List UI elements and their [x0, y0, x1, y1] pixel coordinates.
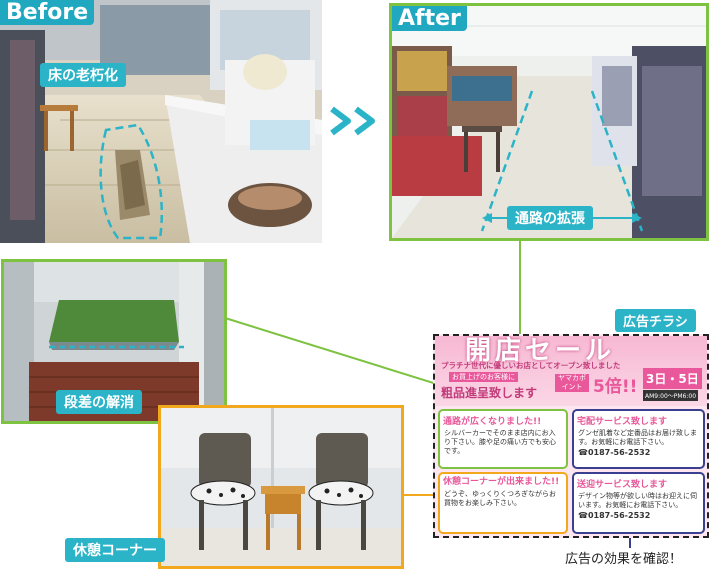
rest-photo-illustration [161, 408, 401, 566]
flyer-box-delivery-body: グンゼ肌着など定番品はお届け致します。お気軽にお電話下さい。 [578, 429, 697, 446]
before-title: Before [0, 0, 95, 25]
flyer-header-big: 開店セール [465, 336, 616, 366]
before-photo-illustration [0, 0, 322, 243]
after-photo: After 通路の拡張 [389, 3, 709, 241]
after-photo-illustration [392, 6, 706, 238]
flyer-point-label: ヤマカポイント [555, 374, 589, 392]
flyer-header: 開店セール プラチナ世代に優しいお店としてオープン致しました お買上げのお客様に… [435, 336, 707, 406]
step-note: 段差の解消 [56, 390, 142, 414]
arrow-icon [328, 105, 382, 137]
flyer-header-sub: プラチナ世代に優しいお店としてオープン致しました [441, 361, 621, 370]
flyer-caption: 広告の効果を確認！ [565, 552, 683, 567]
step-photo: 段差の解消 [1, 259, 227, 424]
flyer-header-small2: 粗品進呈致します [441, 386, 538, 400]
after-note: 通路の拡張 [507, 206, 593, 230]
before-photo: Before 床の老朽化 [0, 0, 322, 243]
flyer-dates: 3日・5日 [643, 368, 702, 389]
flyer-header-small: お買上げのお客様に [449, 372, 518, 382]
after-title: After [392, 6, 467, 31]
flyer-box-delivery-title: 宅配サービス致します [577, 417, 668, 427]
flyer-point-value: 5倍!! [593, 377, 638, 397]
before-note: 床の老朽化 [40, 63, 126, 87]
flyer-box-pickup: 送迎サービス致します デザイン物等が欲しい時はお迎えに伺います。お気軽にお電話下… [572, 472, 705, 534]
rest-note: 休憩コーナー [65, 538, 165, 562]
flyer: 開店セール プラチナ世代に優しいお店としてオープン致しました お買上げのお客様に… [433, 334, 709, 538]
flyer-box-rest-title: 休憩コーナーが出来ました!! [443, 477, 560, 487]
flyer-box-delivery-phone: ☎0187-56-2532 [578, 448, 651, 457]
flyer-box-rest: 休憩コーナーが出来ました!! どうぞ、ゆっくりくつろぎながらお買物をお楽しみ下さ… [438, 472, 568, 534]
rest-photo [158, 405, 404, 569]
flyer-box-aisle: 通路が広くなりました!! シルバーカーでそのまま店内にお入り下さい。膝や足の痛い… [438, 409, 568, 469]
flyer-box-delivery: 宅配サービス致します グンゼ肌着など定番品はお届け致します。お気軽にお電話下さい… [572, 409, 705, 469]
flyer-box-pickup-title: 送迎サービス致します [577, 480, 668, 490]
flyer-box-rest-body: どうぞ、ゆっくりくつろぎながらお買物をお楽しみ下さい。 [444, 490, 556, 507]
flyer-box-aisle-title: 通路が広くなりました!! [443, 417, 542, 427]
flyer-box-aisle-body: シルバーカーでそのまま店内にお入り下さい。膝や足の痛い方でも安心です。 [444, 429, 556, 455]
flyer-tag: 広告チラシ [615, 309, 696, 332]
flyer-hours: AM9:00～PM6:00 [643, 390, 699, 401]
flyer-box-pickup-phone: ☎0187-56-2532 [578, 511, 651, 520]
flyer-box-pickup-body: デザイン物等が欲しい時はお迎えに伺います。お気軽にお電話下さい。 [578, 492, 697, 509]
